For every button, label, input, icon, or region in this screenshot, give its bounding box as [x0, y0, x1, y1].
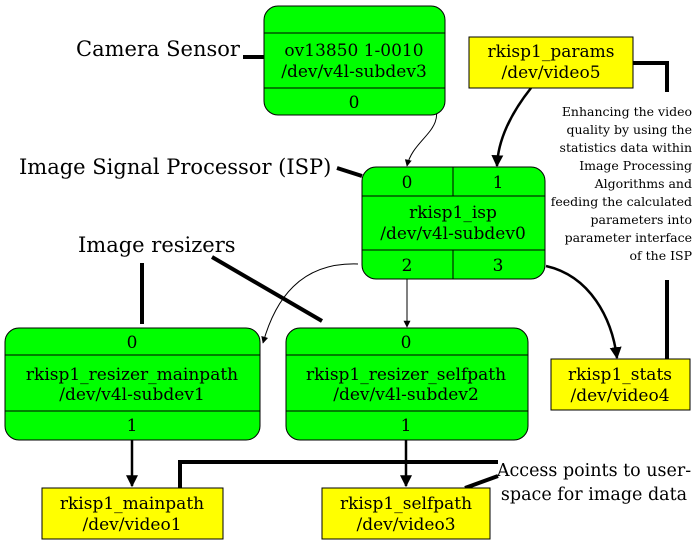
svg-text:Image Processing: Image Processing	[579, 158, 692, 173]
sensor-name: ov13850 1-0010	[284, 41, 423, 61]
edge-isp-to-resizer-main	[261, 263, 359, 344]
sensor-device: /dev/v4l-subdev3	[281, 62, 427, 82]
isp-pad-3: 3	[493, 256, 504, 276]
resizer-self-device: /dev/v4l-subdev2	[333, 385, 479, 405]
node-rkisp1-resizer-selfpath[interactable]: 0 rkisp1_resizer_selfpath /dev/v4l-subde…	[285, 327, 529, 441]
svg-text:space for image data: space for image data	[501, 485, 687, 505]
camera-sensor-label: Camera Sensor	[76, 37, 241, 61]
params-device: /dev/video5	[501, 63, 600, 83]
params-description: Enhancing the video quality by using the…	[551, 104, 692, 263]
isp-pad-2: 2	[402, 256, 413, 276]
svg-text:parameter interface: parameter interface	[565, 230, 692, 245]
access-points-pointer	[178, 460, 498, 488]
selfpath-device: /dev/video3	[356, 515, 455, 535]
node-ov13850-sensor[interactable]: ov13850 1-0010 /dev/v4l-subdev3 0	[263, 5, 446, 116]
svg-text:Access points to user-: Access points to user-	[496, 461, 691, 481]
isp-name: rkisp1_isp	[409, 203, 497, 223]
resizers-label: Image resizers	[78, 233, 236, 257]
isp-device: /dev/v4l-subdev0	[380, 224, 526, 244]
svg-text:statistics data within: statistics data within	[560, 140, 692, 155]
selfpath-name: rkisp1_selfpath	[340, 494, 472, 514]
stats-device: /dev/video4	[570, 386, 669, 406]
svg-text:quality by using the: quality by using the	[566, 122, 692, 137]
resizer-main-pad-0: 0	[127, 333, 138, 353]
sensor-pad-0: 0	[349, 93, 360, 113]
mainpath-name: rkisp1_mainpath	[60, 494, 204, 514]
node-rkisp1-selfpath[interactable]: rkisp1_selfpath /dev/video3	[321, 487, 491, 540]
params-desc-pointer-top	[633, 61, 669, 92]
isp-pointer	[336, 166, 363, 178]
params-name: rkisp1_params	[488, 42, 615, 62]
resizer-self-pad-0: 0	[401, 333, 412, 353]
node-rkisp1-isp[interactable]: 0 1 rkisp1_isp /dev/v4l-subdev0 2 3	[361, 166, 546, 280]
resizer-self-pointer	[210, 255, 324, 323]
node-rkisp1-resizer-mainpath[interactable]: 0 rkisp1_resizer_mainpath /dev/v4l-subde…	[4, 327, 261, 441]
svg-text:Algorithms and: Algorithms and	[594, 176, 692, 191]
access-points-label: Access points to user- space for image d…	[496, 461, 691, 505]
svg-text:of the ISP: of the ISP	[630, 248, 692, 263]
resizer-main-device: /dev/v4l-subdev1	[59, 385, 205, 405]
isp-label: Image Signal Processor (ISP)	[19, 155, 331, 179]
edge-params-to-isp	[491, 87, 532, 168]
resizer-main-pad-1: 1	[127, 416, 138, 436]
access-points-pointer-self	[464, 474, 499, 490]
node-rkisp1-params[interactable]: rkisp1_params /dev/video5	[468, 36, 634, 89]
node-rkisp1-mainpath[interactable]: rkisp1_mainpath /dev/video1	[41, 487, 224, 540]
edge-isp-to-stats	[545, 264, 622, 360]
isp-pad-1: 1	[493, 173, 504, 193]
mainpath-device: /dev/video1	[82, 515, 181, 535]
resizer-main-name: rkisp1_resizer_mainpath	[26, 365, 238, 385]
stats-name: rkisp1_stats	[568, 365, 672, 385]
node-rkisp1-stats[interactable]: rkisp1_stats /dev/video4	[550, 358, 691, 411]
svg-text:Enhancing the video: Enhancing the video	[562, 104, 692, 119]
resizer-self-pad-1: 1	[401, 416, 412, 436]
svg-text:feeding the calculated: feeding the calculated	[551, 194, 692, 209]
isp-pad-0: 0	[402, 173, 413, 193]
resizer-self-name: rkisp1_resizer_selfpath	[306, 365, 506, 385]
svg-text:parameters into: parameters into	[590, 212, 692, 227]
